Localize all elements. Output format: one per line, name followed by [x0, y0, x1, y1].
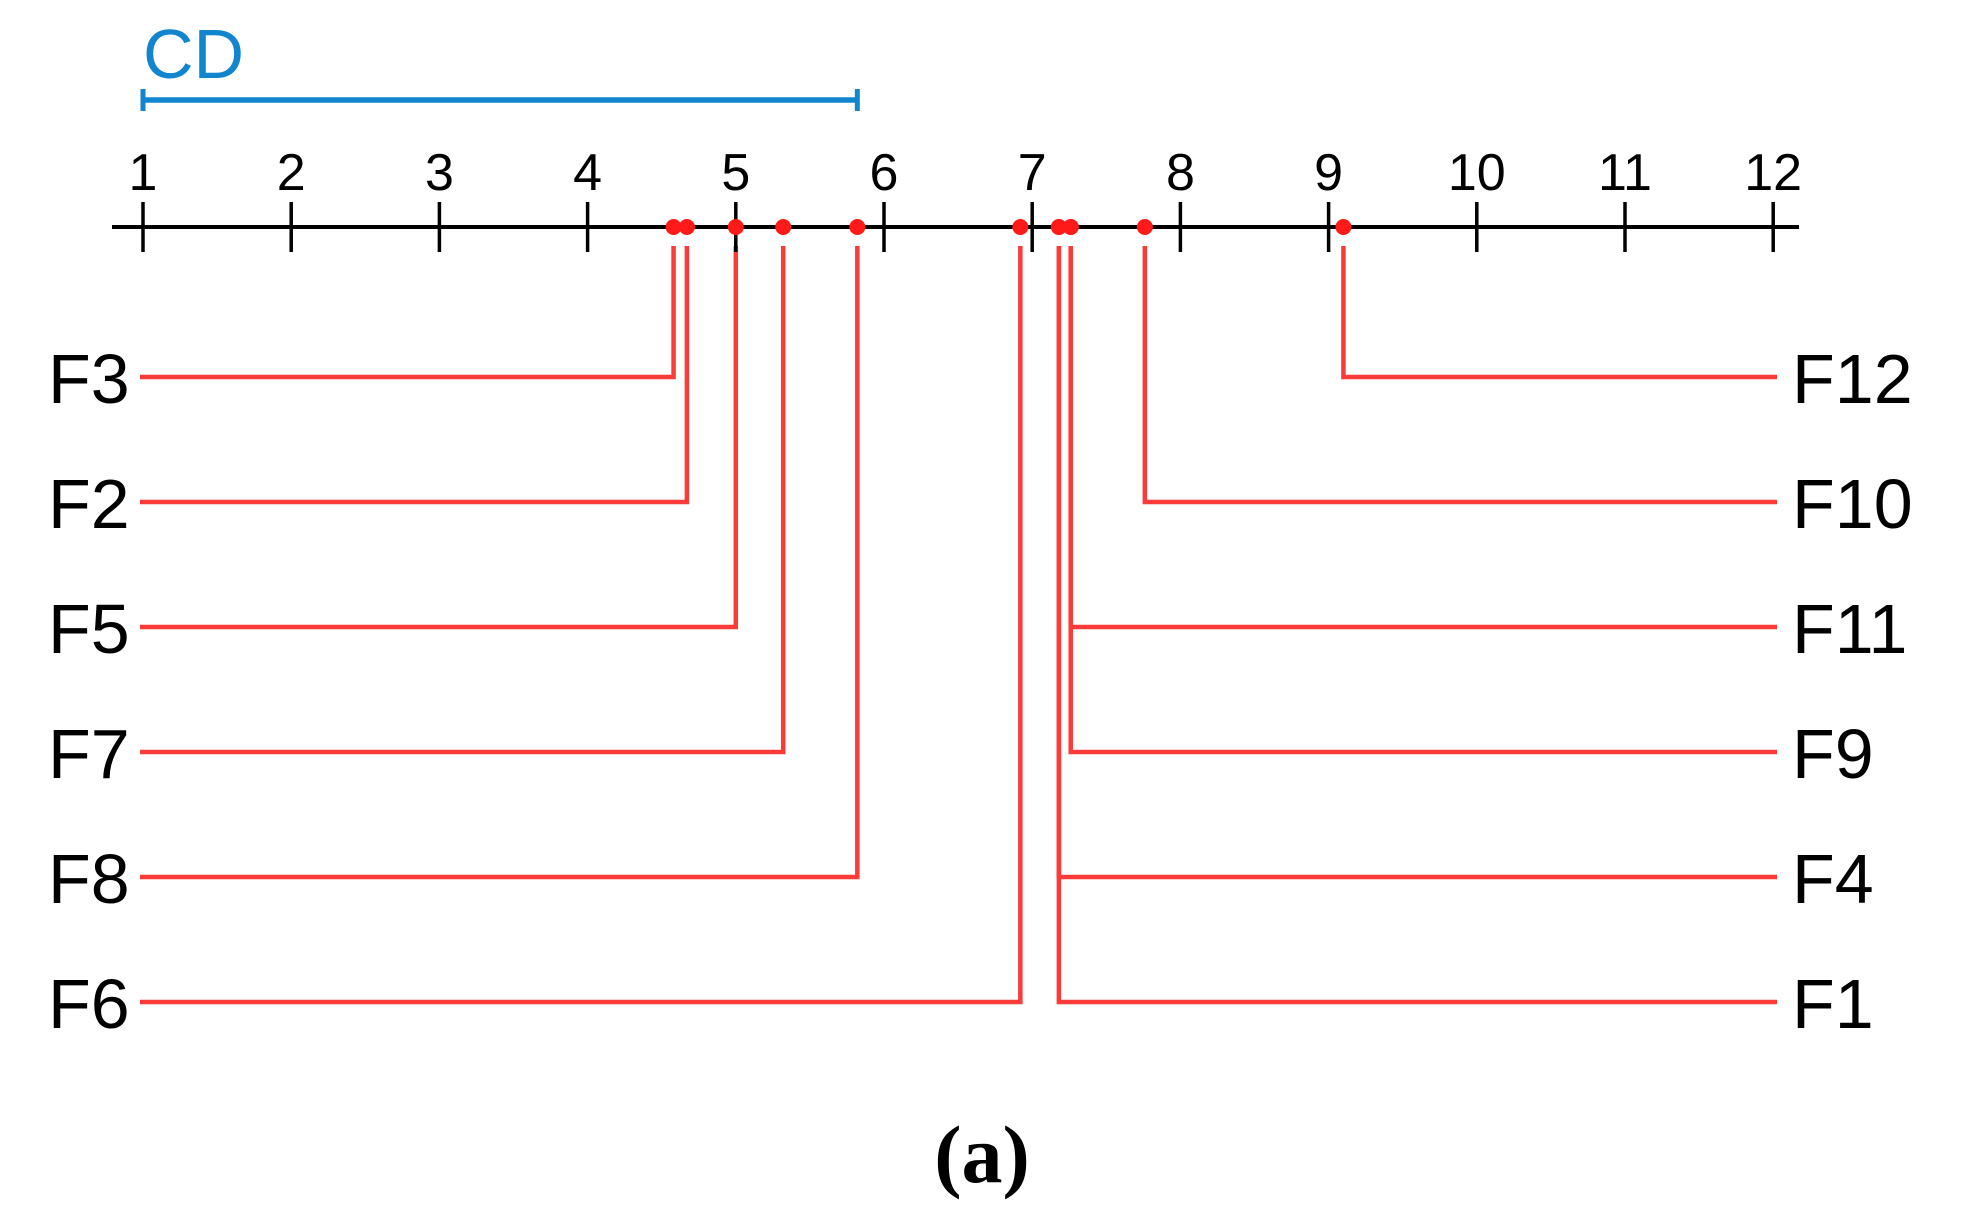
axis-tick-label-11: 11 [1598, 144, 1652, 202]
connector-F2 [140, 246, 690, 505]
connector-F9 [1068, 246, 1777, 755]
connector-F8 [140, 246, 860, 880]
connector-F5 [140, 246, 739, 630]
method-label-F7: F7 [48, 715, 130, 793]
connector-F3 [140, 246, 676, 380]
method-label-F3: F3 [48, 340, 130, 418]
rank-dot-F9 [1062, 219, 1079, 235]
connector-F1 [1056, 246, 1777, 1005]
axis-tick-label-6: 6 [870, 144, 899, 202]
connector-F6 [140, 246, 1023, 1005]
method-label-F5: F5 [48, 590, 130, 668]
method-label-F12: F12 [1792, 340, 1913, 418]
method-label-F6: F6 [48, 965, 130, 1043]
connector-F4 [1056, 246, 1777, 880]
rank-dot-F8 [849, 219, 866, 235]
axis-tick-label-8: 8 [1166, 144, 1195, 202]
rank-dot-F5 [727, 219, 744, 235]
method-label-F1: F1 [1792, 965, 1874, 1043]
axis-tick-label-4: 4 [573, 144, 602, 202]
method-label-F2: F2 [48, 465, 130, 543]
subfigure-caption: (a) [934, 1109, 1030, 1200]
rank-dot-F2 [678, 219, 695, 235]
method-label-F9: F9 [1792, 715, 1874, 793]
rank-dot-F6 [1012, 219, 1029, 235]
connector-F12 [1341, 246, 1777, 380]
axis-tick-label-7: 7 [1018, 144, 1047, 202]
rank-dot-F7 [775, 219, 792, 235]
axis-tick-label-9: 9 [1314, 144, 1343, 202]
axis-tick-label-5: 5 [721, 144, 750, 202]
method-label-F4: F4 [1792, 840, 1874, 918]
method-label-F10: F10 [1792, 465, 1913, 543]
method-label-F11: F11 [1792, 590, 1907, 668]
connector-F11 [1068, 246, 1777, 630]
rank-dot-F3 [665, 219, 682, 235]
method-label-F8: F8 [48, 840, 130, 918]
rank-dot-F12 [1335, 219, 1352, 235]
axis-tick-label-2: 2 [277, 144, 306, 202]
connector-F7 [140, 246, 786, 755]
rank-dot-F1 [1050, 219, 1067, 235]
axis-tick-label-1: 1 [129, 144, 158, 202]
connector-F10 [1142, 246, 1777, 505]
rank-dot-F10 [1136, 219, 1153, 235]
axis-tick-label-12: 12 [1744, 144, 1802, 202]
axis-tick-label-10: 10 [1448, 144, 1506, 202]
cd-label: CD [143, 15, 244, 93]
axis-tick-label-3: 3 [425, 144, 454, 202]
